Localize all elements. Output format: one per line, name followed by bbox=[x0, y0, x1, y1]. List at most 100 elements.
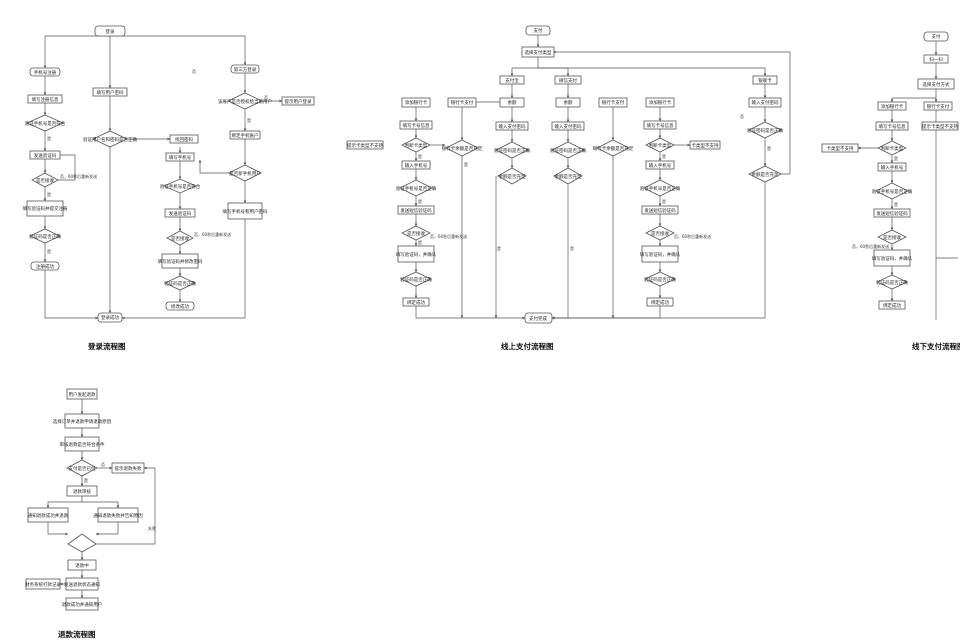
login-prompt-user: 提示用户登录 bbox=[281, 96, 315, 106]
login-register-success: 注册成功 bbox=[30, 261, 60, 271]
svg-text:验证手机号是否符合: 验证手机号是否符合 bbox=[25, 120, 66, 127]
svg-text:余额是否充足: 余额是否充足 bbox=[752, 171, 779, 178]
refund-finance-record: 财务系统打款记录 bbox=[25, 578, 61, 590]
refund-audit: 退款审核 bbox=[66, 485, 98, 497]
refund-decision bbox=[67, 533, 97, 553]
svg-text:余额是否充足: 余额是否充足 bbox=[555, 173, 582, 180]
login-flowchart: 登录 手机号注册 填写注册信息 验证手机号是否符合 发送验证码 是否接收 填写验… bbox=[23, 25, 315, 351]
online-bank-balance-2: 银行卡余额是否充足 bbox=[593, 139, 634, 157]
svg-text:找回密码: 找回密码 bbox=[175, 136, 193, 143]
login-code-correct: 验证码是否正确 bbox=[29, 228, 61, 244]
online-send-code: 发送短信验证码 bbox=[397, 205, 435, 215]
online-alipay: 支付宝 bbox=[499, 75, 525, 85]
login-third-authorized: 该账户是否授权给当前用户 bbox=[218, 92, 272, 110]
svg-text:填写注册信息: 填写注册信息 bbox=[32, 96, 59, 103]
offline-bank-pay: 银行卡支付 bbox=[923, 101, 953, 111]
login-title: 登录流程图 bbox=[87, 341, 126, 351]
svg-text:填写卡号信息: 填写卡号信息 bbox=[403, 122, 430, 129]
svg-text:微信支付: 微信支付 bbox=[559, 77, 577, 84]
svg-text:是: 是 bbox=[662, 153, 666, 159]
offline-card-type: 判断卡类型 bbox=[877, 140, 907, 156]
offline-fill-card: 填写卡号信息 bbox=[875, 121, 909, 131]
login-is-received: 是否接收 bbox=[31, 172, 59, 188]
svg-text:卡类型不支持: 卡类型不支持 bbox=[692, 142, 719, 149]
online-choose-type: 选择支付类型 bbox=[521, 46, 555, 58]
svg-text:支付: 支付 bbox=[534, 27, 543, 34]
svg-text:审核退款是否符合条件: 审核退款是否符合条件 bbox=[60, 441, 105, 448]
offline-start: 支付 bbox=[923, 31, 949, 42]
online-verify-phone-2: 验证手机号是否正确 bbox=[640, 179, 681, 197]
svg-text:是否接收: 是否接收 bbox=[171, 235, 189, 242]
login-set-password: 填写手机号和用户密码 bbox=[223, 202, 268, 220]
offline-payment-flowchart: 支付 扫一扫 选择支付方式 添加银行卡 银行卡支付 提示卡类型不支持 填写卡号信… bbox=[821, 31, 960, 351]
online-bank-pay-2: 银行卡支付 bbox=[598, 97, 628, 108]
offline-code-correct: 验证码是否正确 bbox=[876, 274, 908, 290]
refund-start: 用户发起退款 bbox=[66, 388, 98, 400]
refund-send-notice: 发送退款状态通知 bbox=[64, 577, 100, 591]
svg-text:选择支付类型: 选择支付类型 bbox=[525, 49, 552, 56]
svg-text:填写手机号和用户密码: 填写手机号和用户密码 bbox=[223, 208, 268, 215]
svg-text:财务系统打款记录: 财务系统打款记录 bbox=[25, 581, 61, 588]
svg-text:卡类型不支持: 卡类型不支持 bbox=[827, 145, 854, 152]
svg-text:注册成功: 注册成功 bbox=[36, 263, 54, 270]
svg-text:是否接收: 是否接收 bbox=[883, 234, 901, 241]
svg-text:是: 是 bbox=[418, 239, 422, 245]
login-bind-phone: 绑定手机账户 bbox=[229, 130, 261, 140]
online-fill-card: 填写卡号信息 bbox=[399, 120, 433, 130]
online-union-fill: 输入支付密码 bbox=[748, 97, 782, 108]
online-is-received-2: 是否接收 bbox=[645, 225, 675, 241]
online-card-balance: 银行卡余额是否充足 bbox=[442, 139, 483, 157]
svg-text:绑定手机账户: 绑定手机账户 bbox=[232, 132, 259, 139]
svg-text:支付完成: 支付完成 bbox=[529, 315, 547, 322]
offline-input-phone: 输入手机号 bbox=[877, 162, 907, 172]
svg-text:输入支付密码: 输入支付密码 bbox=[555, 123, 582, 130]
svg-text:修改成功: 修改成功 bbox=[171, 303, 189, 310]
offline-verify-phone: 验证手机号是否正确 bbox=[872, 182, 913, 200]
svg-text:否，60秒后重新发送: 否，60秒后重新发送 bbox=[674, 233, 711, 239]
svg-text:验证手机号是否正确: 验证手机号是否正确 bbox=[872, 188, 913, 195]
svg-text:验证码是否正确: 验证码是否正确 bbox=[164, 280, 196, 287]
svg-text:验证码是否正确: 验证码是否正确 bbox=[400, 276, 432, 283]
login-code-correct-2: 验证码是否正确 bbox=[164, 275, 196, 291]
offline-no-support: 卡类型不支持 bbox=[821, 143, 859, 153]
svg-text:否: 否 bbox=[264, 95, 268, 100]
svg-text:提示退款失败: 提示退款失败 bbox=[115, 465, 142, 472]
online-wechat-balance: 余额是否充足 bbox=[553, 167, 583, 185]
online-bind-success: 绑定成功 bbox=[402, 297, 430, 307]
online-title: 线上支付流程图 bbox=[501, 341, 554, 351]
svg-text:验证码是否正确: 验证码是否正确 bbox=[644, 276, 676, 283]
svg-text:发送退款状态通知: 发送退款状态通知 bbox=[64, 581, 100, 588]
svg-text:否，60秒后重新发送: 否，60秒后重新发送 bbox=[852, 243, 889, 249]
login-forgot-password: 找回密码 bbox=[169, 134, 199, 144]
svg-text:该账户是否授权给当前用户: 该账户是否授权给当前用户 bbox=[218, 98, 272, 105]
svg-text:是: 是 bbox=[497, 245, 501, 251]
online-alipay-login: 余额 bbox=[499, 97, 525, 108]
refund-is-paid: 支付是否已付 bbox=[66, 459, 98, 477]
svg-text:验证用户名和密码是否正确: 验证用户名和密码是否正确 bbox=[83, 136, 137, 143]
svg-text:添加银行卡: 添加银行卡 bbox=[405, 99, 428, 106]
svg-text:否，60秒后重新发送: 否，60秒后重新发送 bbox=[430, 233, 467, 239]
online-wechat-pwd: 输入支付密码 bbox=[551, 121, 585, 131]
refund-select-order: 选择订单并退款申请退款原因 bbox=[53, 413, 112, 429]
login-send-code: 发送验证码 bbox=[29, 150, 61, 160]
svg-text:否，60秒后重新发送: 否，60秒后重新发送 bbox=[60, 173, 97, 179]
online-wechat-login: 余额 bbox=[555, 97, 581, 108]
svg-text:填写验证码并修改密码: 填写验证码并修改密码 bbox=[158, 258, 203, 265]
online-bank-pay: 银行卡支付 bbox=[447, 97, 477, 108]
svg-text:发送验证码: 发送验证码 bbox=[34, 152, 57, 159]
svg-text:添加银行卡: 添加银行卡 bbox=[649, 99, 672, 106]
login-phone-register: 手机号注册 bbox=[29, 67, 61, 77]
svg-text:提示用户登录: 提示用户登录 bbox=[285, 98, 312, 105]
svg-text:银行卡余额是否充足: 银行卡余额是否充足 bbox=[593, 145, 634, 152]
svg-text:余额: 余额 bbox=[564, 99, 573, 106]
svg-text:是: 是 bbox=[662, 198, 666, 204]
svg-text:是否接收: 是否接收 bbox=[36, 177, 54, 184]
svg-text:绑定成功: 绑定成功 bbox=[651, 299, 669, 306]
svg-text:银行卡余额是否充足: 银行卡余额是否充足 bbox=[442, 145, 483, 152]
svg-text:选择订单并退款申请退款原因: 选择订单并退款申请退款原因 bbox=[53, 418, 112, 425]
svg-text:扫一扫: 扫一扫 bbox=[929, 56, 943, 63]
svg-text:发送短信验证码: 发送短信验证码 bbox=[876, 210, 908, 217]
svg-text:银行卡支付: 银行卡支付 bbox=[927, 103, 950, 110]
online-alipay-pwd: 输入支付密码 bbox=[495, 121, 529, 131]
